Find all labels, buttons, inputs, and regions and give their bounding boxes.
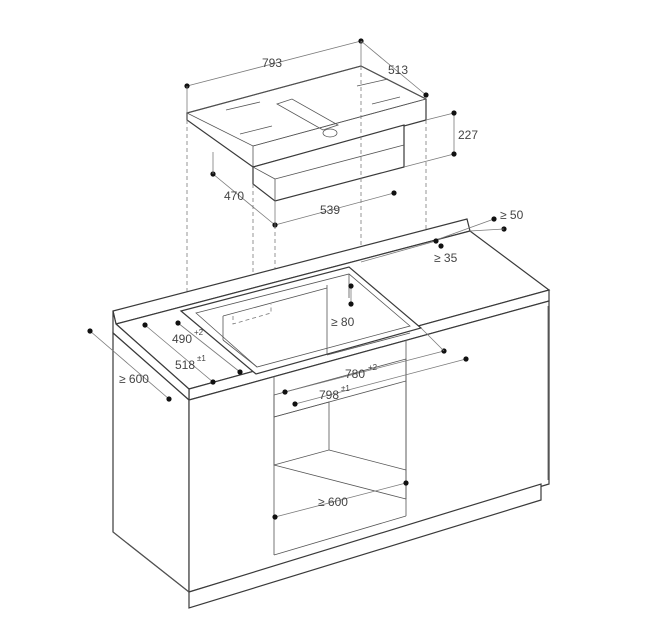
label-518: 518	[175, 358, 195, 372]
label-470: 470	[224, 189, 244, 203]
dim-513: 513	[360, 40, 429, 98]
cabinet	[112, 218, 551, 609]
label-780: 780	[345, 367, 365, 381]
label-490-tol: +2	[194, 328, 204, 337]
label-min35: ≥ 35	[434, 251, 458, 265]
label-227: 227	[458, 128, 478, 142]
dim-470: 470	[210, 152, 276, 226]
label-counter-600: ≥ 600	[119, 372, 149, 386]
cooktop-vent	[276, 98, 339, 131]
label-793: 793	[262, 56, 282, 70]
cooktop-body	[252, 124, 405, 202]
dim-min80: ≥ 80	[331, 283, 355, 329]
plinth	[188, 483, 542, 609]
dim-min50: ≥ 50	[435, 208, 524, 241]
label-518-tol: ±1	[197, 354, 206, 363]
dim-798: 798 ±1	[292, 356, 469, 407]
dim-cabinet-600: ≥ 600	[272, 480, 409, 520]
cabinet-front	[188, 300, 550, 593]
dim-counter-600: ≥ 600	[87, 328, 172, 402]
cooktop	[185, 65, 428, 202]
label-798: 798	[319, 388, 339, 402]
label-798-tol: ±1	[341, 384, 350, 393]
dim-518: 518 ±1	[142, 322, 216, 385]
dim-490: 490 +2	[172, 320, 243, 375]
dim-227: 227	[403, 110, 478, 168]
label-490: 490	[172, 332, 192, 346]
dim-780: 780 +2	[282, 327, 447, 395]
label-min50: ≥ 50	[500, 208, 524, 222]
label-min80: ≥ 80	[331, 315, 355, 329]
cutout-inner	[195, 273, 411, 368]
cooktop-knob	[322, 128, 338, 138]
label-539: 539	[320, 203, 340, 217]
label-513: 513	[388, 63, 408, 77]
dim-539: 539	[272, 190, 397, 228]
countertop-side	[112, 310, 190, 402]
dim-793: 793	[184, 38, 364, 113]
label-780-tol: +2	[368, 363, 378, 372]
label-cabinet-600: ≥ 600	[318, 495, 348, 509]
dim-min35: ≥ 35	[360, 238, 458, 265]
